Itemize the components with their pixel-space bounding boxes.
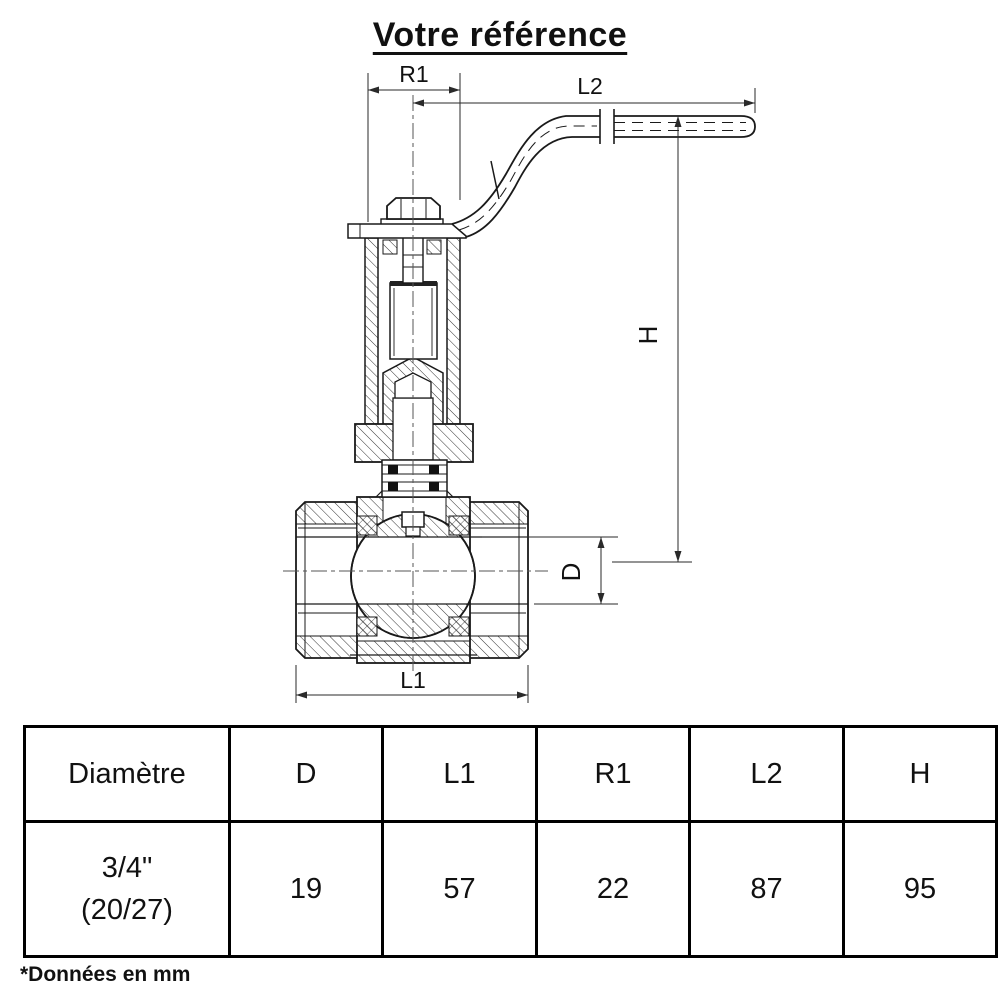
dim-label-l1: L1 xyxy=(400,667,426,693)
header-cell-r1: R1 xyxy=(535,725,691,823)
dimension-lines xyxy=(295,73,756,703)
table-header-row: Diamètre D L1 R1 L2 H xyxy=(23,725,998,823)
cell-diameter: 3/4" (20/27) xyxy=(23,820,231,958)
page-title: Votre référence xyxy=(372,16,628,54)
cell-h-value: 95 xyxy=(842,820,998,958)
dim-label-h: H xyxy=(633,326,663,345)
diameter-inches: 3/4" xyxy=(101,851,153,884)
valve-technical-drawing: R1 L2 H D L1 xyxy=(283,61,756,703)
spec-table: Diamètre D L1 R1 L2 H 3/4" (20/27) 19 57… xyxy=(23,725,998,958)
header-cell-diametre: Diamètre xyxy=(23,725,231,823)
o-ring-seals xyxy=(388,465,439,491)
header-cell-h: H xyxy=(842,725,998,823)
header-cell-l2: L2 xyxy=(688,725,845,823)
diameter-metric: (20/27) xyxy=(81,894,173,926)
valve-body xyxy=(295,496,529,664)
cell-d-value: 19 xyxy=(228,820,384,958)
cell-r1-value: 22 xyxy=(535,820,691,958)
dim-label-l2: L2 xyxy=(577,73,603,99)
units-footnote: *Données en mm xyxy=(20,963,191,986)
dim-label-d: D xyxy=(556,563,586,582)
valve-seats xyxy=(356,515,470,637)
dim-label-r1: R1 xyxy=(399,61,428,87)
lever-handle xyxy=(347,109,756,239)
centerlines xyxy=(283,95,548,672)
header-cell-l1: L1 xyxy=(381,725,538,823)
cell-l2-value: 87 xyxy=(688,820,845,958)
cell-l1-value: 57 xyxy=(381,820,538,958)
header-cell-d: D xyxy=(228,725,384,823)
stem-assembly xyxy=(354,197,474,498)
table-value-row: 3/4" (20/27) 19 57 22 87 95 xyxy=(23,820,998,958)
